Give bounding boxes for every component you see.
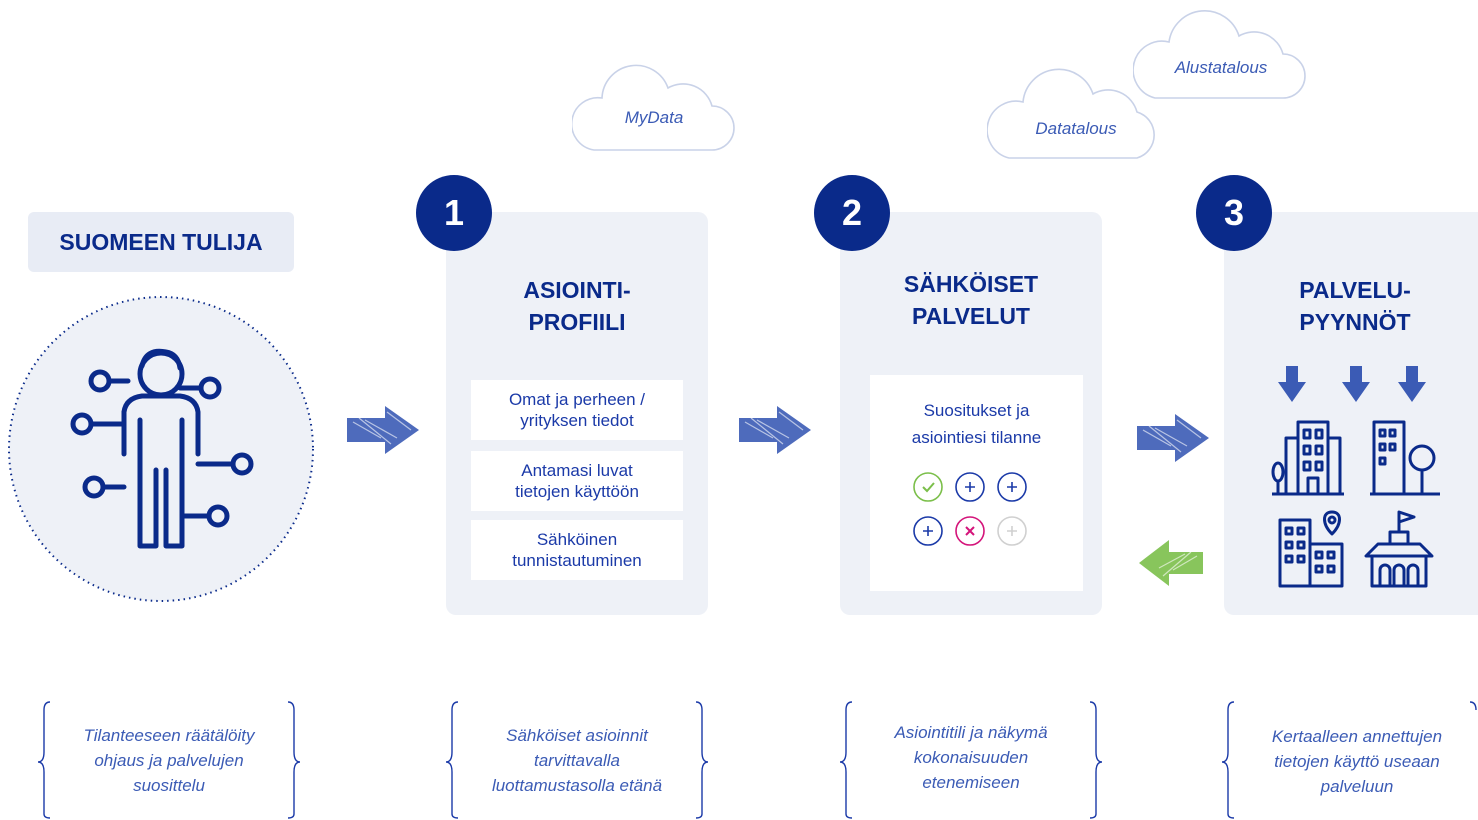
caption-2: Sähköiset asioinnit tarvittavalla luotta… (491, 726, 663, 795)
step-panel-3: PALVELU- PYYNNÖT (1224, 212, 1478, 615)
cloud-icon (570, 64, 735, 151)
arrow-left-green (1137, 538, 1205, 593)
caption-1: Tilanteeseen räätälöity ohjaus ja palvel… (83, 726, 255, 795)
mydata-label: MyData (624, 108, 684, 127)
datatalous-label: Datatalous (1035, 119, 1117, 138)
caption-group-1: Tilanteeseen räätälöity ohjaus ja palvel… (36, 700, 302, 820)
arrow-right-3 (1135, 412, 1211, 469)
step-title-2: SÄHKÖISET PALVELUT (903, 271, 1039, 329)
newcomer-circle (6, 294, 316, 604)
person-network-icon (70, 348, 254, 549)
step-number-3: 3 (1196, 175, 1272, 251)
recommendations-text: Suositukset ja asiointiesi tilanne (911, 401, 1042, 447)
arrow-right-icon (347, 406, 419, 454)
arrow-right-icon (739, 406, 811, 454)
step-title-1: ASIOINTI- PROFIILI (523, 277, 631, 335)
down-arrows-icon (1278, 366, 1426, 402)
brace-icon (839, 701, 1103, 819)
brace-icon (37, 701, 301, 819)
step-number-2: 2 (814, 175, 890, 251)
alustatalous-cloud: Alustatalous (1132, 8, 1309, 100)
arrow-right-2 (737, 404, 813, 461)
mydata-cloud: MyData (570, 60, 736, 152)
caption-group-2: Sähköiset asioinnit tarvittavalla luotta… (444, 700, 710, 820)
cloud-icon (1132, 10, 1306, 99)
step-panel-2: SÄHKÖISET PALVELUT Suositukset ja asioin… (840, 212, 1102, 615)
brace-icon (1221, 701, 1477, 819)
brace-icon (445, 701, 709, 819)
caption-group-3: Asiointitili ja näkymä kokonaisuuden ete… (838, 700, 1104, 820)
caption-group-4: Kertaalleen annettujen tietojen käyttö u… (1220, 700, 1478, 820)
step-title-3: PALVELU- PYYNNÖT (1299, 277, 1411, 335)
datatalous-cloud: Datatalous (986, 66, 1165, 160)
arrow-right-icon (1137, 414, 1209, 462)
cloud-icon (986, 68, 1155, 159)
step-panel-1: ASIOINTI- PROFIILI Omat ja perheen /yrit… (446, 212, 708, 615)
status-icons (913, 472, 1027, 546)
buildings-icon (1271, 420, 1440, 588)
recommendations-box: Suositukset ja asiointiesi tilanne (870, 375, 1083, 591)
caption-3: Asiointitili ja näkymä kokonaisuuden ete… (894, 723, 1048, 792)
profile-item-own-data: Omat ja perheen /yrityksen tiedot (471, 380, 683, 440)
step-number-1: 1 (416, 175, 492, 251)
alustatalous-label: Alustatalous (1174, 58, 1268, 77)
newcomer-title: SUOMEEN TULIJA (28, 212, 294, 272)
arrow-right-1 (345, 404, 421, 461)
arrow-left-icon (1139, 540, 1203, 586)
caption-4: Kertaalleen annettujen tietojen käyttö u… (1271, 727, 1443, 796)
